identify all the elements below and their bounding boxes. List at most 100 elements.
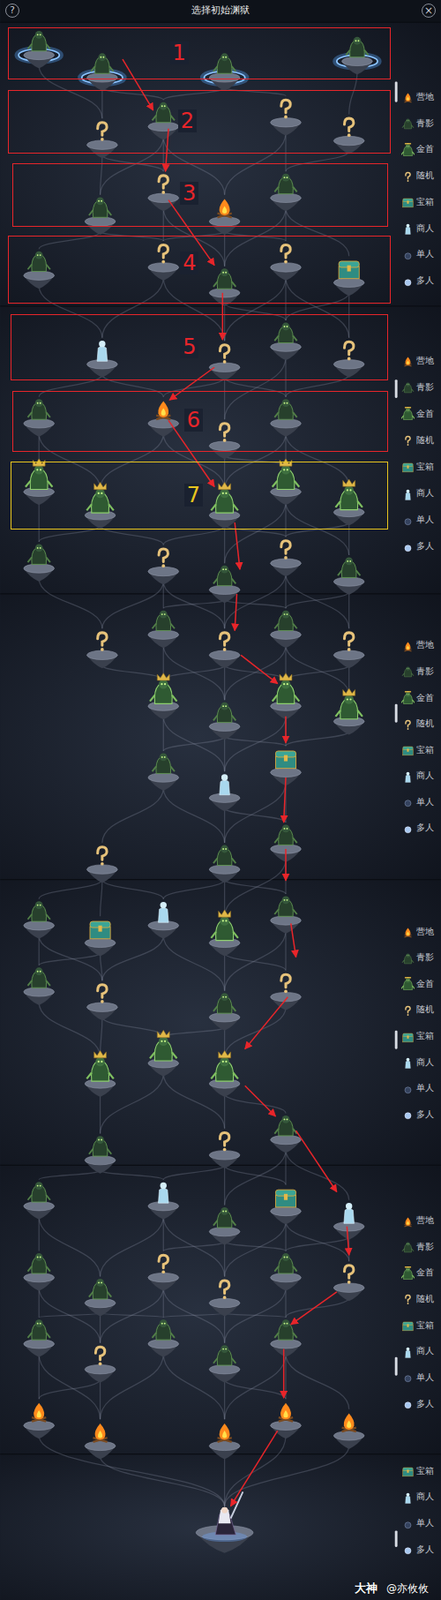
map-island xyxy=(209,481,240,528)
map-path xyxy=(102,277,164,338)
map-island xyxy=(87,340,119,378)
legend-icon-part xyxy=(406,931,410,935)
map-path xyxy=(224,87,286,96)
legend-icon-part xyxy=(403,1466,414,1476)
map-art xyxy=(210,1071,239,1078)
legend-icon xyxy=(401,976,415,990)
map-art xyxy=(343,1264,353,1278)
legend-icon-part xyxy=(405,952,410,957)
map-path xyxy=(163,1026,225,1036)
map-island xyxy=(270,398,302,437)
map-art xyxy=(224,568,227,570)
legend-icon xyxy=(401,742,415,756)
gold-head-enemy xyxy=(25,458,53,490)
legend-icon-part xyxy=(406,201,409,204)
map-art xyxy=(286,898,289,901)
legend-text: 营地 xyxy=(416,1214,434,1226)
map-art xyxy=(274,186,297,193)
map-art xyxy=(274,1265,297,1271)
map-art xyxy=(282,823,291,832)
map-art xyxy=(284,555,288,560)
legend-icon xyxy=(401,194,415,209)
legend-item: 单人 xyxy=(401,1080,434,1095)
hero-figure xyxy=(201,1490,247,1541)
map-art xyxy=(219,423,229,436)
legend-icon xyxy=(401,1291,415,1305)
callout-number: 6 xyxy=(184,408,203,432)
map-art xyxy=(274,908,297,914)
map-art xyxy=(220,702,229,711)
legend-item: 多人 xyxy=(401,1106,434,1122)
route-arrow xyxy=(346,1225,349,1255)
map-art xyxy=(220,565,229,574)
map-path xyxy=(285,731,350,746)
island-top xyxy=(148,772,180,782)
map-path xyxy=(100,952,103,980)
map-art xyxy=(274,622,297,628)
map-art xyxy=(213,66,236,72)
legend-icon-part xyxy=(405,774,412,782)
map-path xyxy=(224,807,286,823)
treasure-chest xyxy=(275,1188,296,1207)
legend-text: 宝箱 xyxy=(416,1319,434,1331)
treasure-chest xyxy=(403,1321,414,1331)
map-island xyxy=(333,687,365,734)
random-mark xyxy=(343,632,353,651)
random-mark xyxy=(219,423,229,442)
map-island xyxy=(84,481,116,528)
screen-ground xyxy=(0,1164,441,1453)
random-mark xyxy=(158,1254,168,1273)
map-art xyxy=(358,39,360,42)
map-art xyxy=(159,1318,168,1327)
gold-head-enemy xyxy=(86,1049,114,1081)
legend-icon-part xyxy=(403,641,412,651)
map-island xyxy=(209,702,240,740)
legend-icon-part xyxy=(406,360,410,365)
island-top xyxy=(209,1150,240,1159)
scroll-thumb xyxy=(395,1529,398,1547)
map-island xyxy=(23,458,55,505)
map-art xyxy=(97,52,106,61)
legend-icon-part xyxy=(402,952,414,963)
map-art xyxy=(39,546,42,549)
treasure-chest xyxy=(403,1032,414,1042)
map-island xyxy=(23,1402,55,1438)
map-art xyxy=(346,1420,352,1428)
map-art xyxy=(286,325,289,328)
random-mark xyxy=(97,846,107,866)
legend-item: 宝箱 xyxy=(401,1028,434,1043)
island-top xyxy=(84,1440,116,1450)
map-art xyxy=(164,104,166,107)
map-art xyxy=(281,464,292,475)
map-art xyxy=(345,1202,352,1209)
map-path xyxy=(285,1352,350,1408)
island-top xyxy=(333,1430,365,1440)
map-path xyxy=(285,292,350,321)
legend-icon-part xyxy=(406,770,411,775)
island-top xyxy=(209,1363,240,1373)
map-art xyxy=(283,1409,288,1417)
row-band: 1 xyxy=(7,27,391,80)
map-art xyxy=(344,557,353,566)
map-art xyxy=(33,1402,45,1420)
map-path xyxy=(348,522,350,555)
legend-icon-part xyxy=(404,825,412,832)
island-top xyxy=(84,937,116,947)
legend-icon-part xyxy=(407,119,410,122)
legend-icon-part xyxy=(403,465,414,472)
shadow-enemy xyxy=(274,173,297,195)
legend-icon-part xyxy=(405,719,411,726)
map-art xyxy=(224,1210,227,1212)
legend-item: 金首 xyxy=(401,690,434,705)
map-path xyxy=(224,665,225,700)
map-island xyxy=(209,773,240,811)
map-art xyxy=(39,904,42,906)
map-path xyxy=(224,524,286,537)
map-island xyxy=(209,992,240,1031)
legend-icon-part xyxy=(407,1242,410,1245)
map-island xyxy=(209,1422,240,1458)
island-top xyxy=(87,1001,119,1011)
map-path xyxy=(348,591,350,629)
map-art xyxy=(284,988,288,993)
map-island xyxy=(148,610,180,649)
